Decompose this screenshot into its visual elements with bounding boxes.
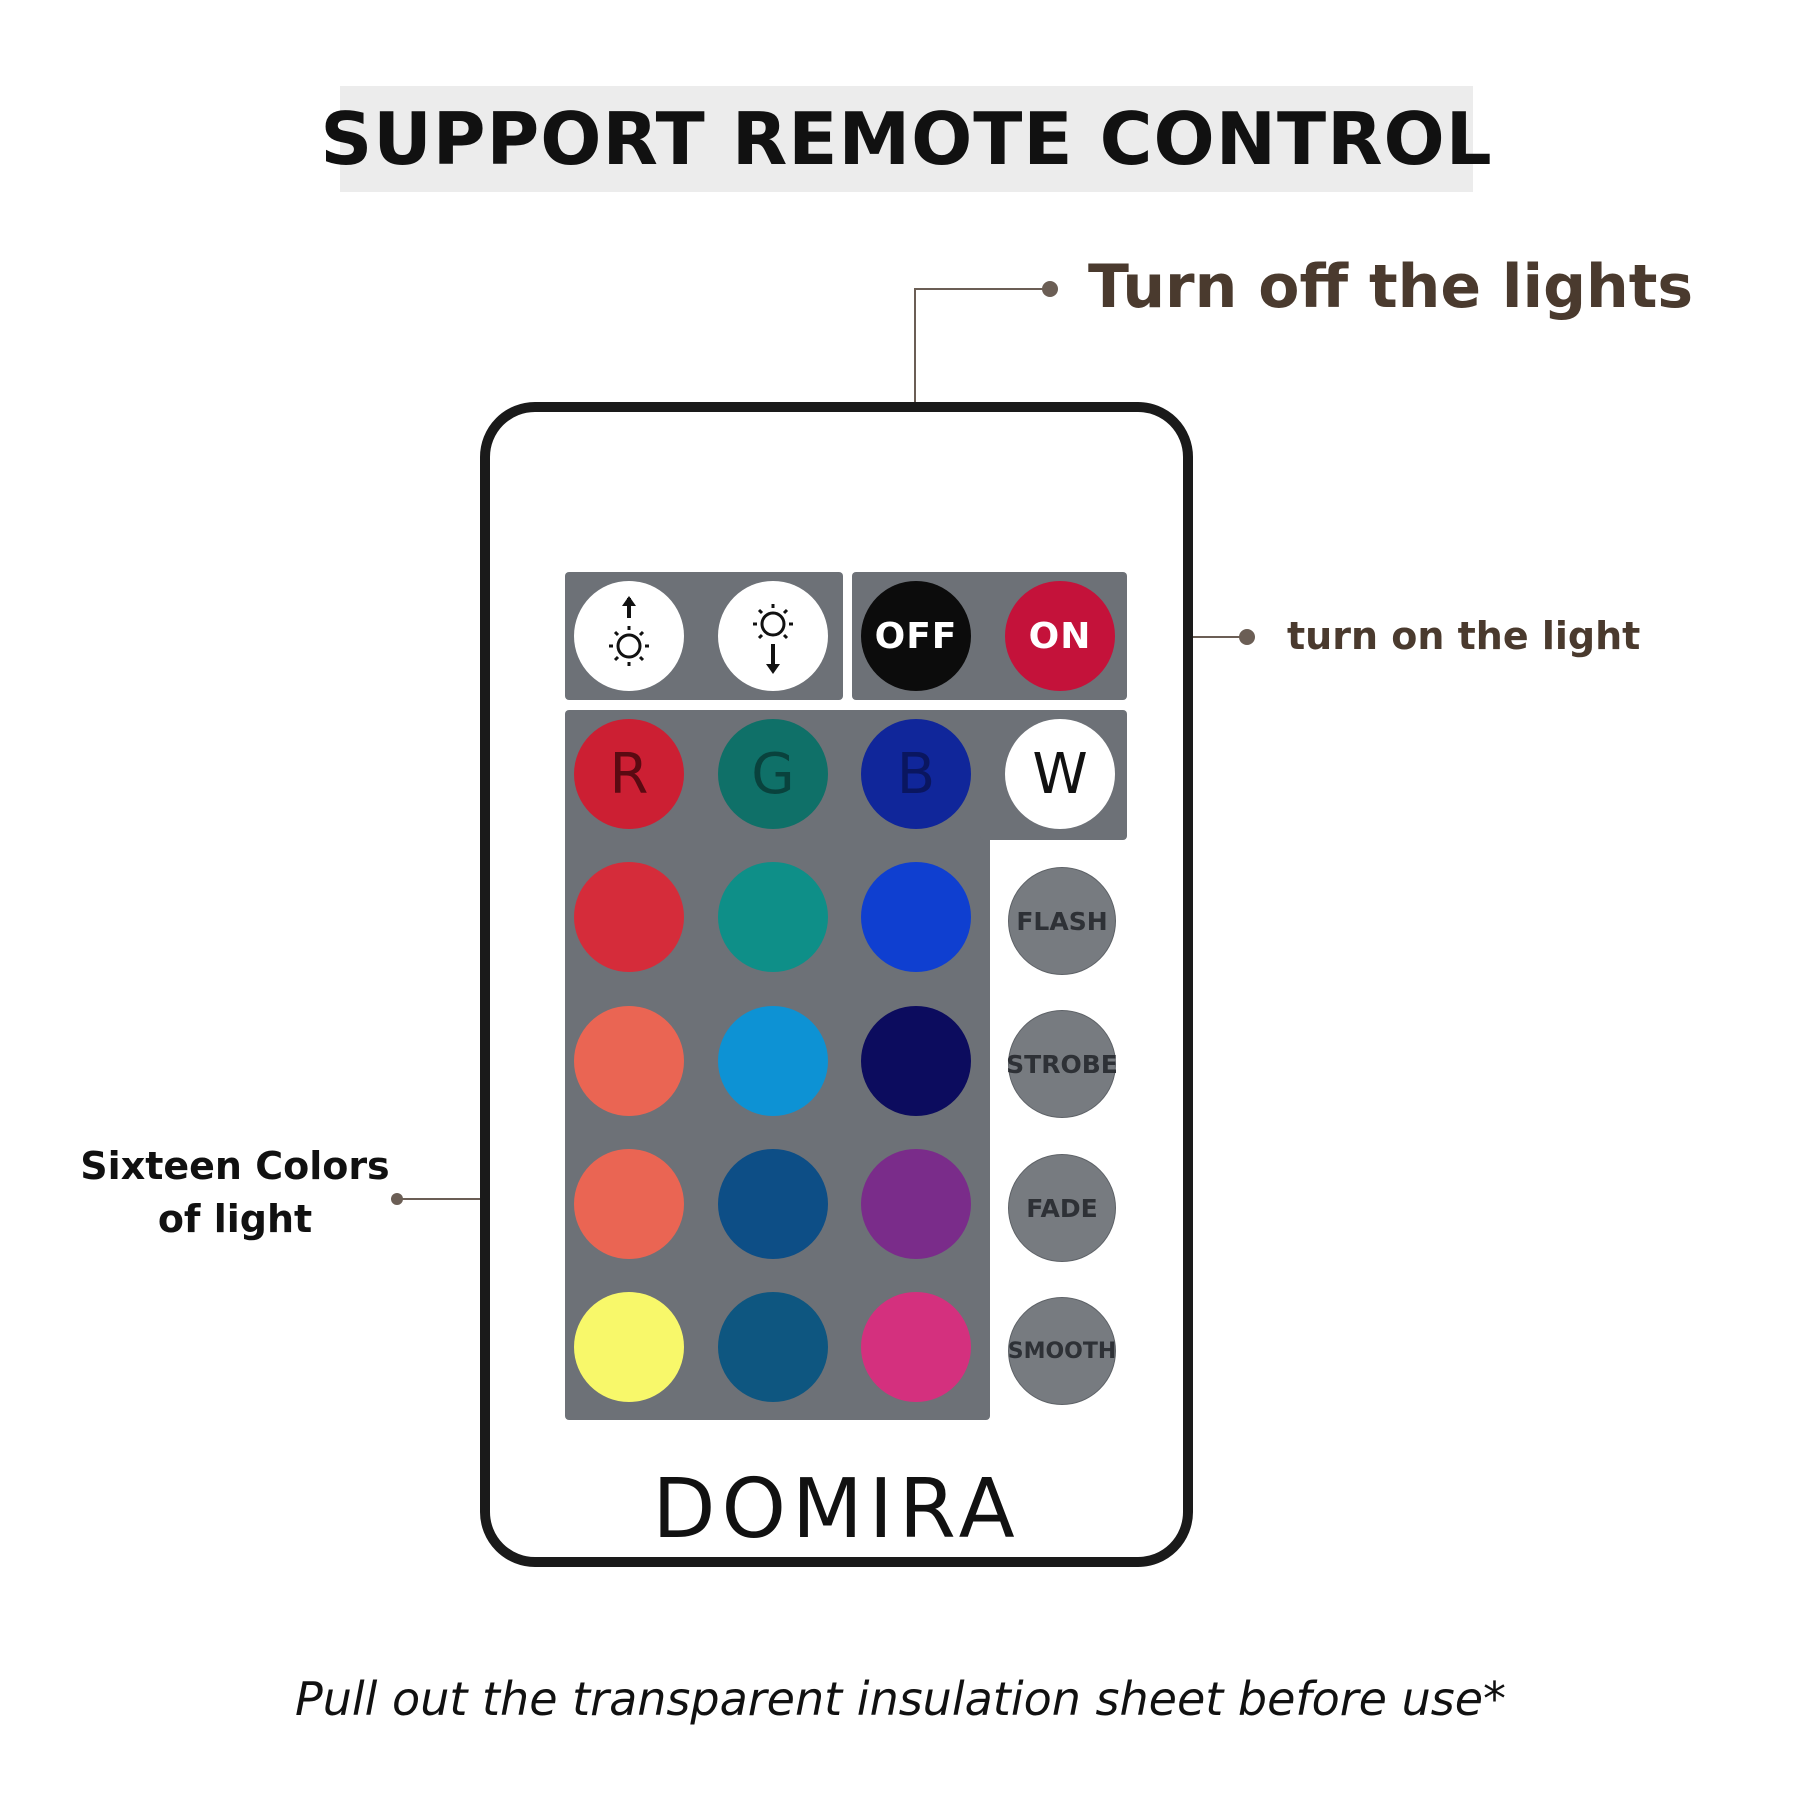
colors-callout-line1: Sixteen Colors bbox=[80, 1144, 390, 1188]
off-button-label: OFF bbox=[874, 615, 958, 657]
color-button-2-2[interactable] bbox=[718, 1006, 828, 1116]
smooth-button[interactable]: SMOOTH bbox=[1008, 1297, 1116, 1405]
brightness-up-button[interactable] bbox=[574, 581, 684, 691]
colors-callout-line2: of light bbox=[157, 1197, 313, 1241]
color-button-3-2[interactable] bbox=[718, 1149, 828, 1259]
on-callout-dot bbox=[1239, 629, 1255, 645]
remote-control: OFF ON R G B W FLASH STROBE FADE SMOOTH … bbox=[480, 402, 1193, 1567]
color-button-2-1[interactable] bbox=[574, 1006, 684, 1116]
red-button[interactable]: R bbox=[574, 719, 684, 829]
brightness-up-icon bbox=[609, 596, 649, 666]
white-button[interactable]: W bbox=[1005, 719, 1115, 829]
title-banner: SUPPORT REMOTE CONTROL bbox=[320, 86, 1492, 192]
off-button[interactable]: OFF bbox=[861, 581, 971, 691]
colors-callout: Sixteen Colors of light bbox=[60, 1140, 410, 1246]
brightness-down-button[interactable] bbox=[718, 581, 828, 691]
color-button-4-3[interactable] bbox=[861, 1292, 971, 1402]
blue-button-label: B bbox=[896, 741, 936, 807]
red-button-label: R bbox=[609, 741, 649, 807]
turn-off-callout: Turn off the lights bbox=[1088, 252, 1694, 322]
color-button-3-1[interactable] bbox=[574, 1149, 684, 1259]
green-button[interactable]: G bbox=[718, 719, 828, 829]
color-button-2-3[interactable] bbox=[861, 1006, 971, 1116]
off-callout-dot bbox=[1042, 281, 1058, 297]
brightness-down-icon bbox=[753, 604, 793, 674]
strobe-button-label: STROBE bbox=[1006, 1049, 1118, 1079]
green-button-label: G bbox=[751, 741, 795, 807]
smooth-button-label: SMOOTH bbox=[1007, 1338, 1117, 1364]
on-button[interactable]: ON bbox=[1005, 581, 1115, 691]
color-button-4-1[interactable] bbox=[574, 1292, 684, 1402]
color-button-1-1[interactable] bbox=[574, 862, 684, 972]
colors-callout-dot bbox=[391, 1193, 403, 1205]
turn-on-callout: turn on the light bbox=[1287, 614, 1641, 658]
flash-button-label: FLASH bbox=[1016, 906, 1108, 936]
fade-button-label: FADE bbox=[1026, 1193, 1098, 1223]
brand-logo: DOMIRA bbox=[652, 1462, 1021, 1557]
color-button-1-2[interactable] bbox=[718, 862, 828, 972]
strobe-button[interactable]: STROBE bbox=[1006, 1010, 1118, 1118]
on-button-label: ON bbox=[1028, 615, 1092, 657]
blue-button[interactable]: B bbox=[861, 719, 971, 829]
color-button-1-3[interactable] bbox=[861, 862, 971, 972]
page-title: SUPPORT REMOTE CONTROL bbox=[320, 97, 1493, 181]
white-button-label: W bbox=[1032, 741, 1088, 807]
insulation-sheet-note: Pull out the transparent insulation shee… bbox=[294, 1672, 1507, 1726]
color-button-4-2[interactable] bbox=[718, 1292, 828, 1402]
fade-button[interactable]: FADE bbox=[1008, 1154, 1116, 1262]
color-button-3-3[interactable] bbox=[861, 1149, 971, 1259]
flash-button[interactable]: FLASH bbox=[1008, 867, 1116, 975]
